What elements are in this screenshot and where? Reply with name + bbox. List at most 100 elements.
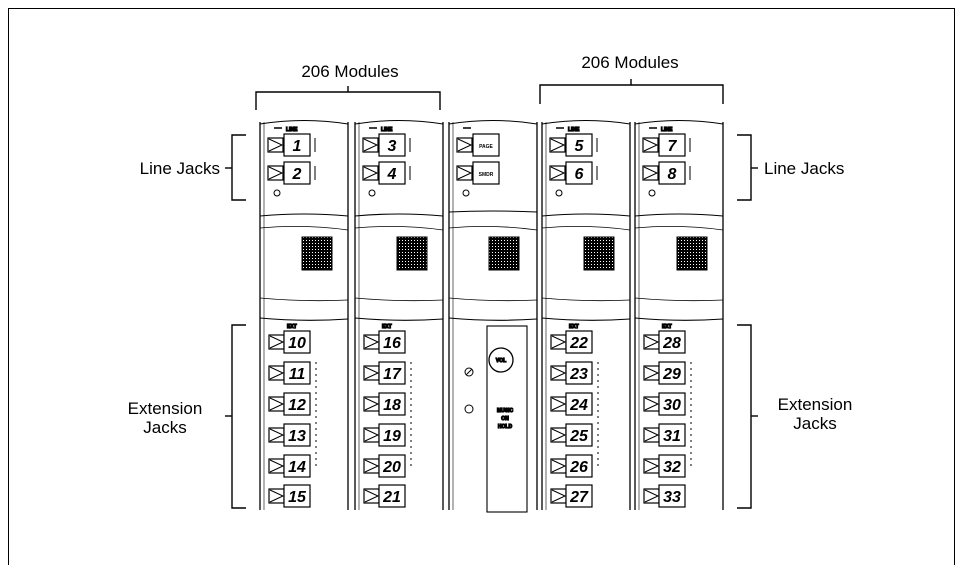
tiny-line-mark: LINE (568, 127, 580, 133)
tiny-ext-mark: EXT (569, 324, 579, 330)
jack-port-detail (551, 428, 567, 442)
module-edge (448, 122, 538, 510)
jack-number: 12 (288, 397, 306, 414)
jack-number: 29 (662, 366, 681, 383)
extension-jack: 24 (550, 392, 593, 416)
extension-jack: 27 (550, 484, 593, 508)
jack-port-detail (364, 335, 380, 349)
tiny-line-mark: LINE (661, 127, 673, 133)
extension-jack: 21 (363, 484, 406, 508)
jack-port-detail (551, 397, 567, 411)
jack-label-box (658, 484, 686, 508)
jack-label-box (283, 133, 311, 157)
extension-jack: 29 (643, 361, 686, 385)
label-206-modules-left: 206 Modules (301, 62, 399, 81)
jack-number: 15 (288, 489, 307, 506)
jack-number: 18 (383, 397, 401, 414)
line-jack: 3 (362, 133, 411, 157)
jack-label-box (565, 361, 593, 385)
line-jack: 7 (642, 133, 691, 157)
extension-jack: 17 (363, 361, 406, 385)
band-bottom (259, 317, 349, 321)
jack-label-box (283, 361, 311, 385)
band-top (541, 213, 631, 217)
jack-label-box (378, 133, 406, 157)
led-indicator (555, 189, 563, 197)
jack-label-box (378, 484, 406, 508)
jack-port-detail (364, 428, 380, 442)
extension-jack: 23 (550, 361, 593, 385)
jack-number: SMDR (479, 172, 494, 178)
jack-port-detail (644, 335, 660, 349)
band-bottom (634, 317, 724, 321)
bracket-line-jacks-left (225, 134, 246, 201)
line-jack: 5 (549, 133, 598, 157)
extension-jack: 25 (550, 423, 593, 447)
tiny-ext-mark: EXT (382, 324, 392, 330)
led-indicator (273, 189, 281, 197)
jack-port-detail (644, 459, 660, 473)
jack-number: 26 (569, 459, 588, 476)
extension-jack: 19 (363, 423, 406, 447)
module-edge (259, 122, 349, 510)
jack-label-box (565, 454, 593, 478)
tiny-ext-mark: EXT (287, 324, 297, 330)
figure-frame (8, 8, 955, 565)
line-jack: 8 (642, 161, 691, 185)
jack-port-detail (364, 397, 380, 411)
jack-port-detail (644, 397, 660, 411)
module-edge (354, 122, 444, 510)
jack-label-box (565, 484, 593, 508)
band-bottom-inner (448, 297, 538, 302)
jack-label-box (658, 392, 686, 416)
jack-number: 2 (292, 166, 302, 183)
jack-label-box (283, 330, 311, 354)
extension-jack: 31 (643, 423, 686, 447)
jack-port-detail (364, 489, 380, 503)
extension-jack: 33 (643, 484, 686, 508)
jack-number: 7 (668, 138, 678, 155)
label-206-modules-right: 206 Modules (581, 53, 679, 72)
jack-port-detail (457, 166, 473, 180)
jack-number: 11 (289, 366, 306, 383)
label-extension-jacks-right-line2: Jacks (793, 414, 837, 433)
jack-label-box (378, 392, 406, 416)
bracket-top-right (539, 79, 724, 104)
band-bottom (354, 317, 444, 321)
jack-number: 8 (668, 166, 677, 183)
jack-number: 22 (569, 335, 588, 352)
jack-number: 20 (382, 459, 401, 476)
jack-number: 24 (569, 397, 588, 414)
extension-jack: 18 (363, 392, 406, 416)
jack-number: 27 (569, 489, 589, 506)
module-edge (541, 122, 631, 510)
extension-jack: 13 (268, 423, 311, 447)
jack-number: 3 (388, 138, 397, 155)
extension-jack: 14 (268, 454, 311, 478)
music-on-hold-label: MUSIC (497, 408, 514, 414)
jack-number: 19 (383, 428, 401, 445)
jack-number: 10 (288, 335, 306, 352)
jack-port-detail (268, 138, 284, 152)
jack-port-detail (550, 166, 566, 180)
band-top (259, 213, 349, 217)
jack-number: 30 (663, 397, 681, 414)
music-on-hold-label: HOLD (498, 424, 513, 430)
bracket-ext-jacks-right (737, 324, 758, 509)
band-top-inner (541, 226, 631, 231)
jack-port-detail (269, 428, 285, 442)
band-top-inner (634, 226, 724, 231)
speaker-grille (676, 236, 708, 271)
band-bottom (541, 317, 631, 321)
band-bottom-inner (354, 297, 444, 302)
extension-jack: 12 (268, 392, 311, 416)
led-indicator (368, 189, 376, 197)
speaker-grille (488, 236, 520, 271)
jack-label-box (283, 423, 311, 447)
band-bottom-inner (634, 297, 724, 302)
bracket-top-left (255, 86, 441, 110)
volume-label: VOL (496, 358, 506, 364)
